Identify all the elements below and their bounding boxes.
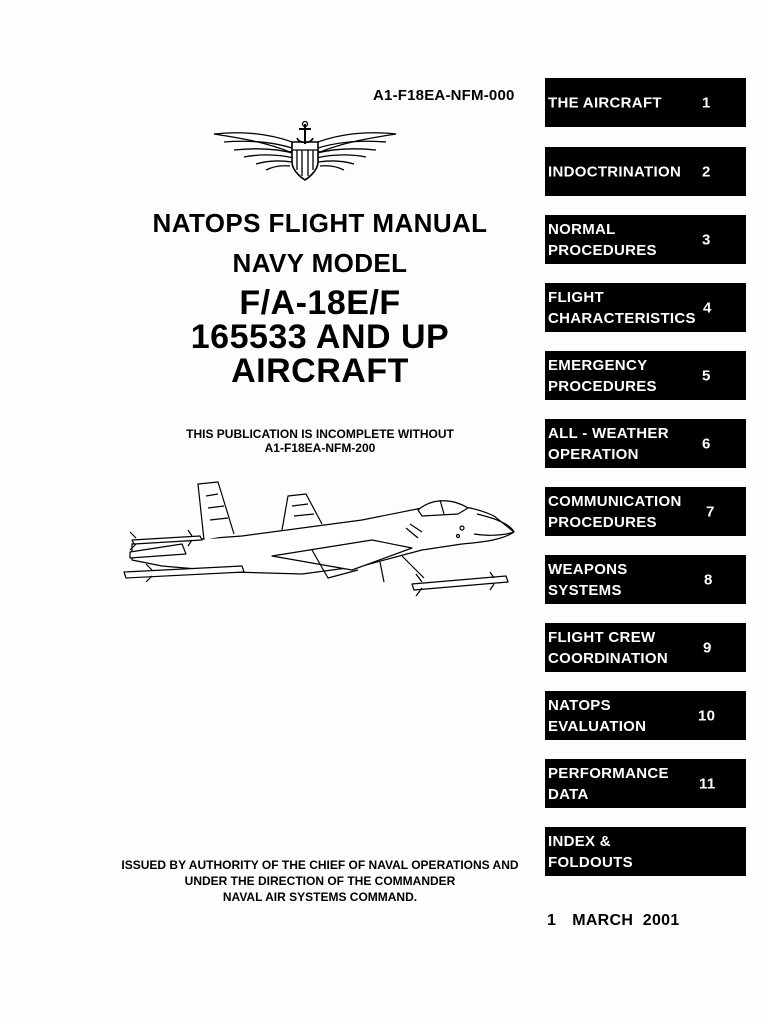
aircraft-line-drawing [123,481,515,597]
tab-label-line: INDOCTRINATION [548,163,682,180]
notice-line-2: A1-F18EA-NFM-200 [264,441,376,455]
section-tab-7[interactable]: COMMUNICATION PROCEDURES 7 [545,487,746,536]
tab-number: 3 [702,231,711,248]
tab-label-line: FLIGHT CREW [548,628,656,646]
tab-label-line: FLIGHT [548,288,604,306]
date-year: 2001 [642,912,680,929]
section-tab-4[interactable]: FLIGHT CHARACTERISTICS 4 [545,283,746,332]
tab-label-line: WEAPONS [548,560,628,578]
naval-aviator-wings-icon [213,120,397,181]
document-number: A1-F18EA-NFM-000 [373,87,515,104]
publication-date: 1 MARCH 2001 [547,912,680,930]
tab-number: 8 [704,571,713,588]
tab-label-line: INDEX & [548,832,611,850]
title-line-5: AIRCRAFT [231,352,409,390]
tab-number: 4 [703,299,712,316]
date-day: 1 [547,912,557,929]
tab-label-line: PERFORMANCE [548,764,669,782]
tab-label-line: PROCEDURES [548,513,657,531]
section-tab-9[interactable]: FLIGHT CREW COORDINATION 9 [545,623,746,672]
date-month: MARCH [572,912,634,929]
title-line-4: 165533 AND UP [190,318,450,356]
tab-number: 11 [699,775,716,792]
tab-number: 6 [702,435,711,452]
incomplete-notice: THIS PUBLICATION IS INCOMPLETE WITHOUT A… [120,427,520,455]
tab-number: 10 [698,707,716,724]
tab-label-line: EMERGENCY [548,356,648,374]
tab-label-line: NATOPS [548,696,611,714]
tab-label-line: COORDINATION [548,649,668,667]
tab-label-line: EVALUATION [548,717,647,735]
section-tab-11[interactable]: PERFORMANCE DATA 11 [545,759,746,808]
section-tab-10[interactable]: NATOPS EVALUATION 10 [545,691,746,740]
tab-label-line: PROCEDURES [548,377,657,395]
title-line-3: F/A-18E/F [239,284,401,322]
section-tab-6[interactable]: ALL - WEATHER OPERATION 6 [545,419,746,468]
tab-label-line: COMMUNICATION [548,492,682,510]
section-tab-5[interactable]: EMERGENCY PROCEDURES 5 [545,351,746,400]
issued-line-3: NAVAL AIR SYSTEMS COMMAND. [222,890,418,904]
tab-label-line: DATA [548,785,589,803]
title-line-2: NAVY MODEL [232,248,408,278]
manual-title-block: NATOPS FLIGHT MANUAL NAVY MODEL F/A-18E/… [110,208,530,388]
tab-number: 2 [702,163,711,180]
tab-label-line: FOLDOUTS [548,853,633,871]
tab-label-line: NORMAL [548,220,616,238]
tab-label-line: ALL - WEATHER [548,424,669,442]
section-tab-index[interactable]: INDEX & FOLDOUTS [545,827,746,876]
tab-label-line: THE AIRCRAFT [548,94,662,111]
tab-number: 9 [703,639,712,656]
tab-number: 1 [702,94,711,111]
tab-label-line: SYSTEMS [548,581,622,599]
tab-label-line: PROCEDURES [548,241,657,259]
section-tab-1[interactable]: THE AIRCRAFT 1 [545,78,746,127]
section-tab-8[interactable]: WEAPONS SYSTEMS 8 [545,555,746,604]
tab-label-line: CHARACTERISTICS [548,309,696,327]
tab-label-line: OPERATION [548,445,639,463]
tab-number: 7 [706,503,715,520]
issued-line-1: ISSUED BY AUTHORITY OF THE CHIEF OF NAVA… [121,858,519,872]
tab-number: 5 [702,367,711,384]
issued-line-2: UNDER THE DIRECTION OF THE COMMANDER [184,874,456,888]
issuing-authority: ISSUED BY AUTHORITY OF THE CHIEF OF NAVA… [100,857,540,905]
section-tab-3[interactable]: NORMAL PROCEDURES 3 [545,215,746,264]
title-line-1: NATOPS FLIGHT MANUAL [152,208,488,238]
notice-line-1: THIS PUBLICATION IS INCOMPLETE WITHOUT [186,427,454,441]
section-tab-2[interactable]: INDOCTRINATION 2 [545,147,746,196]
